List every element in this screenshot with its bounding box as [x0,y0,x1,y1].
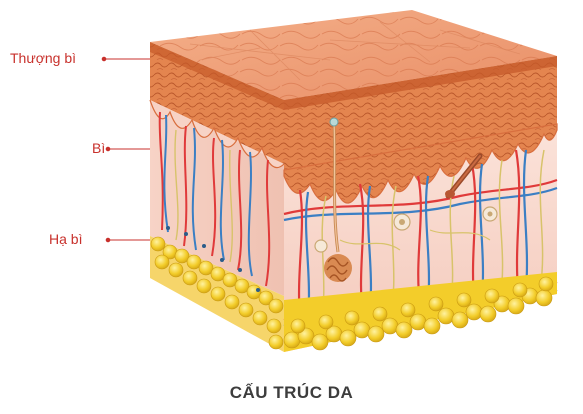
hair-follicle [445,153,483,199]
sweat-gland [324,117,352,282]
epidermis-label: Thượng bì [10,50,77,66]
fat-layer [283,272,557,352]
hypodermis-label: Hạ bì [49,231,83,247]
sensory-receptors [314,206,498,253]
left-face-vessels [158,111,271,287]
diagram-caption: CẤU TRÚC DA [229,383,354,402]
label-leaders [101,56,150,243]
hypodermis-dots [166,226,260,292]
skin-surface-top [150,10,557,100]
skin-left-face [149,42,285,352]
dermis-label: Bì [92,140,106,156]
